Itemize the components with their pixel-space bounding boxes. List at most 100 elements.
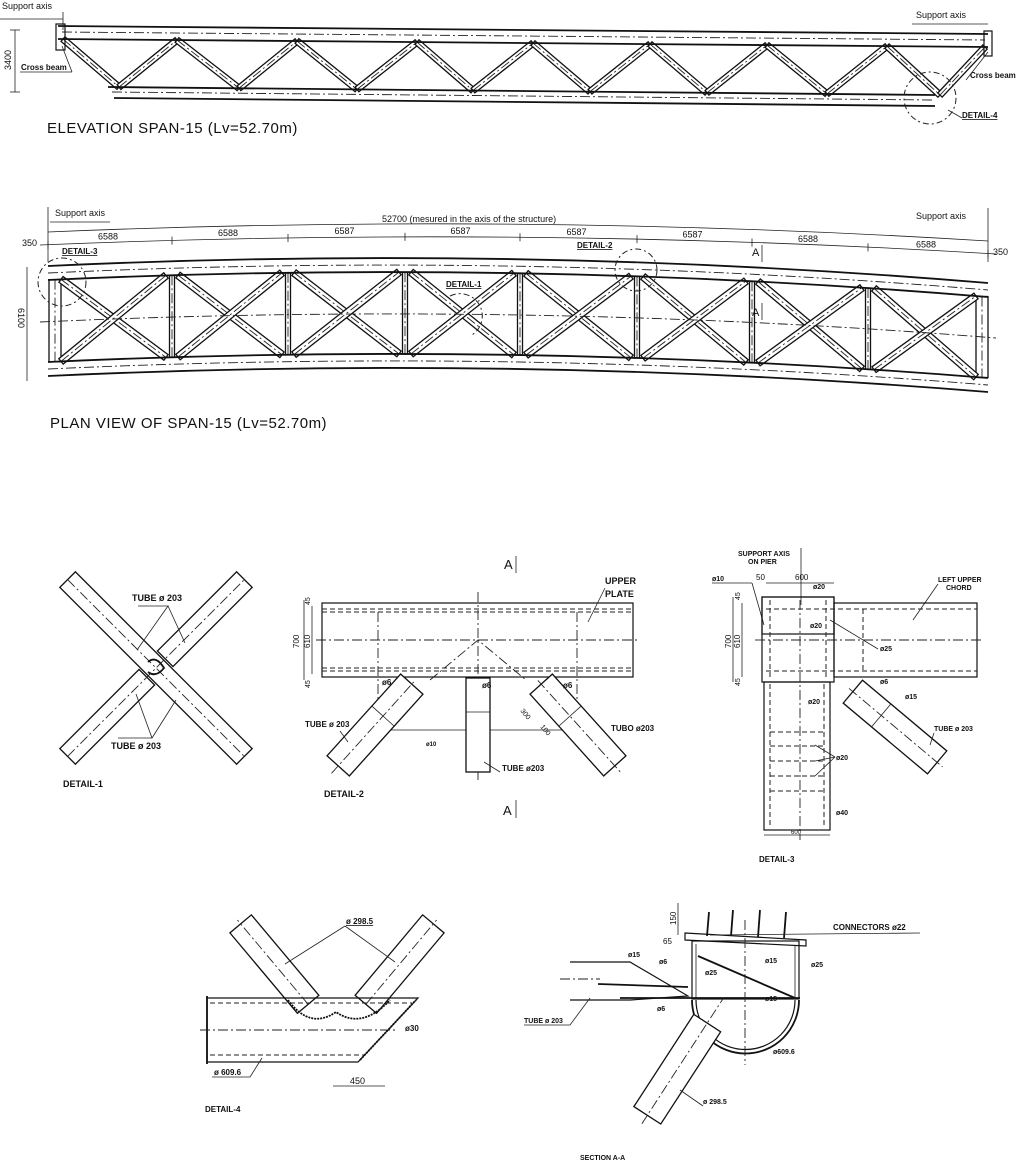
gusset-fin	[597, 983, 689, 988]
panel-dim-label: 6587	[567, 227, 587, 237]
detail-3-title: DETAIL-3	[759, 855, 795, 864]
tube-axis	[365, 919, 437, 1005]
connector-stud	[706, 911, 710, 937]
leader	[483, 761, 501, 773]
section-chord: ø609.6	[773, 1049, 795, 1056]
support-axis-right-label: Support axis	[916, 10, 967, 20]
cross-beam-right-leader	[965, 51, 989, 81]
total-dim-label: 52700 (mesured in the axis of the struct…	[382, 214, 556, 224]
section-a-a: 150 65 CONNECTORS ø22 ø15 ø6 ø25 ø15 ø25…	[524, 903, 921, 1162]
detail-3-plate-25: ø25	[880, 646, 892, 653]
detail-3-chord: CHORD	[946, 585, 972, 592]
plan-top-chord-inner	[47, 271, 989, 298]
cross-beam-right-label: Cross beam	[970, 71, 1016, 80]
top-plate	[684, 932, 807, 947]
detail-3-dim-600-top: 600	[795, 573, 809, 582]
elevation-top-chord-top	[57, 25, 989, 35]
panel-dim-label: 6588	[916, 239, 936, 249]
detail-2-dim-700: 700	[292, 634, 301, 648]
tube-axis	[331, 680, 416, 774]
detail-3-plate-15: ø15	[905, 694, 917, 701]
elevation-web-diagonal-axis	[589, 43, 651, 93]
detail-4: ø 298.5 ø30 ø 609.6 450 DETAIL-4	[200, 913, 445, 1114]
section-dim-65: 65	[663, 937, 672, 946]
detail-2-dim-300: 300	[518, 708, 531, 722]
detail-2-dim-45-bottom: 45	[305, 680, 312, 688]
detail-3-plate-20-a: ø20	[810, 623, 822, 630]
detail-4-chord: ø 609.6	[214, 1068, 242, 1077]
section-tube: TUBE ø 203	[524, 1018, 563, 1025]
diagonal-plate	[697, 955, 796, 999]
detail-3-plate-20-c: ø20	[836, 755, 848, 762]
plan-bracing-diagonal-axis	[410, 271, 515, 356]
elevation-web-diagonal-axis	[532, 42, 591, 93]
weld-seam	[147, 658, 166, 676]
plan-bracing-diagonal-axis	[642, 280, 747, 359]
leader	[136, 605, 186, 651]
detail-2-weld-left: ø6	[382, 678, 392, 687]
detail-3: SUPPORT AXIS ON PIER ø10 50 600 ø20 LEFT…	[712, 548, 982, 864]
cross-beam-left-leader-2	[61, 45, 73, 73]
elevation-web-diagonal-axis	[118, 39, 178, 88]
panel-dim-label: 6588	[798, 234, 818, 244]
detail-4-tube-diag: ø 298.5	[346, 917, 374, 926]
detail-4-plate-30: ø30	[405, 1024, 419, 1033]
detail-2-section-bottom: A	[503, 803, 512, 818]
section-plate-15: ø15	[765, 996, 777, 1003]
tube-axis	[641, 997, 724, 1124]
panel-dimensions: 6588 6588 6587 6587 6587 6587 6588 6588	[47, 226, 989, 258]
panel-dim-label: 6588	[98, 232, 118, 242]
end-dim-right: 350	[993, 247, 1008, 257]
plan-top-chord-axis	[47, 264, 989, 291]
detail-4-title: DETAIL-4	[205, 1105, 241, 1114]
detail-4-marker-circle	[903, 71, 957, 125]
slot-line	[558, 705, 582, 727]
leader	[118, 693, 177, 739]
section-weld-6-top: ø6	[659, 959, 667, 966]
detail-2-title: DETAIL-2	[324, 789, 364, 799]
elevation-web-diagonal-axis	[176, 39, 240, 89]
detail-3-plate-40: ø40	[836, 810, 848, 817]
plan-bracing-diagonal-axis	[60, 279, 167, 358]
support-box	[761, 596, 835, 635]
vertical-tube	[465, 677, 491, 773]
end-dim-left: 350	[22, 238, 37, 248]
section-dim-150: 150	[669, 911, 678, 925]
detail-2-weld-mid: ø6	[482, 681, 492, 690]
detail-2-tube-left: TUBE ø 203	[305, 720, 350, 729]
leader	[814, 744, 836, 777]
leader	[709, 932, 921, 936]
leader	[929, 732, 935, 746]
elevation-web-diagonal-axis	[649, 43, 708, 94]
detail-3-dim-700: 700	[724, 634, 733, 648]
width-dim-value: 6100	[16, 308, 26, 328]
plan-bracing-diagonal-axis	[293, 272, 400, 355]
detail-2-dim-100: 100	[538, 724, 551, 738]
elevation-web-diagonal-axis	[706, 44, 768, 94]
section-connectors: CONNECTORS ø22	[833, 923, 906, 932]
box-section	[691, 940, 800, 1000]
connector-stud	[757, 909, 761, 938]
weld-seam	[287, 999, 391, 1020]
elevation-top-chord-bottom	[57, 38, 989, 48]
section-mark-bottom: A	[752, 307, 760, 319]
detail-3-plate-20-top: ø20	[813, 584, 825, 591]
detail-3-dim-45-top: 45	[735, 592, 742, 600]
detail-4-ref: DETAIL-4	[962, 111, 998, 120]
panel-dim-label: 6587	[451, 226, 471, 236]
plan-bracing-diagonal-axis	[60, 275, 167, 362]
plan-bottom-chord-outer	[47, 367, 989, 393]
section-mark-top: A	[752, 247, 760, 259]
detail-2: A 700 610 45 45 UPPER PLATE ø6	[292, 556, 655, 818]
elevation-web-diagonal-axis	[766, 44, 828, 95]
plan-bracing-diagonal-axis	[410, 272, 515, 355]
panel-dim-label: 6587	[683, 230, 703, 240]
support-box-outline	[761, 596, 835, 683]
section-web-25-right: ø25	[811, 962, 823, 969]
end-weld	[359, 999, 417, 1061]
connector-stud	[783, 911, 787, 939]
section-weld-6-bottom: ø6	[657, 1006, 665, 1013]
detail-1-title: DETAIL-1	[63, 779, 103, 789]
left-diagonal-tube	[229, 913, 320, 1015]
